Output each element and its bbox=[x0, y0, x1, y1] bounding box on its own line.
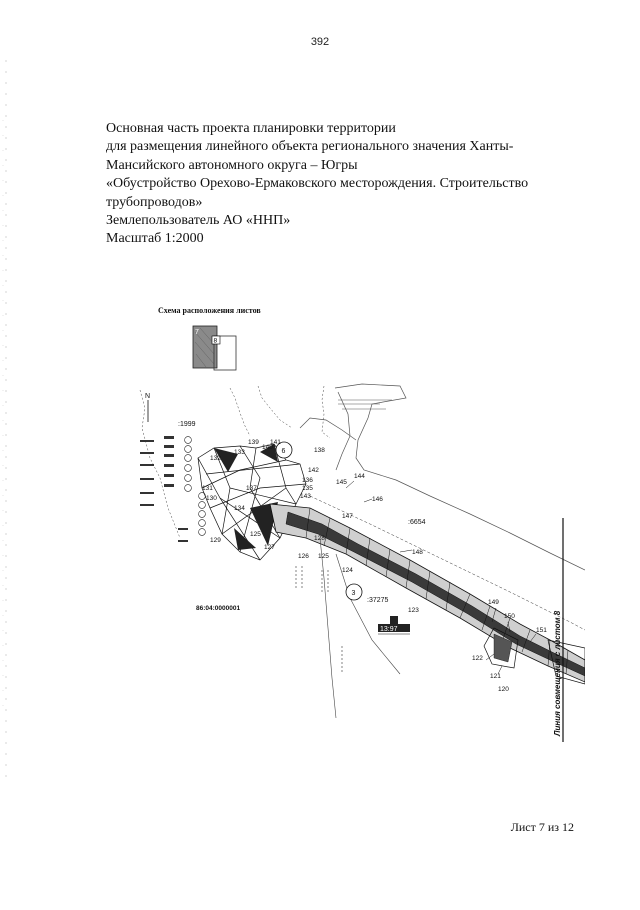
sheet-8-label: 8 bbox=[214, 338, 218, 345]
point-129: 129 bbox=[210, 537, 221, 544]
point-143: 143 bbox=[300, 493, 311, 500]
point-125: 125 bbox=[318, 553, 329, 560]
point-151: 151 bbox=[536, 627, 547, 634]
heading-line: трубопроводов» bbox=[106, 194, 203, 210]
point-128: 128 bbox=[314, 535, 325, 542]
point-150: 150 bbox=[504, 613, 515, 620]
heading-line: Основная часть проекта планировки террит… bbox=[106, 121, 396, 136]
point-125-a: 125 bbox=[250, 531, 261, 538]
point-149: 149 bbox=[488, 599, 499, 606]
point-121: 121 bbox=[490, 673, 501, 680]
match-line-label: Линия совмещения с листом 8 bbox=[553, 610, 562, 737]
point-144: 144 bbox=[354, 473, 365, 480]
parcel-37275: :37275 bbox=[367, 597, 389, 604]
scale-line: Масштаб 1:2000 bbox=[106, 231, 204, 247]
parcel-1999: :1999 bbox=[178, 421, 196, 428]
point-127: 127 bbox=[264, 544, 275, 551]
point-126: 126 bbox=[298, 553, 309, 560]
point-131: 131 bbox=[202, 485, 213, 492]
sheet-index-diagram: 7 8 bbox=[192, 324, 242, 377]
circle-marker-3: 3 bbox=[345, 583, 363, 601]
point-142: 142 bbox=[308, 467, 319, 474]
point-133: 133 bbox=[234, 449, 245, 456]
north-arrow: N bbox=[145, 393, 150, 422]
svg-text:6: 6 bbox=[282, 448, 286, 455]
planning-map: N bbox=[110, 378, 585, 748]
document-heading: Основная часть проекта планировки террит… bbox=[106, 120, 576, 249]
point-139: 139 bbox=[248, 439, 259, 446]
north-label: N bbox=[145, 393, 150, 400]
heading-line: для размещения линейного объекта региона… bbox=[106, 139, 514, 155]
point-147: 147 bbox=[342, 513, 353, 520]
zone-label: 13:97 bbox=[380, 626, 398, 633]
point-132: 132 bbox=[210, 455, 221, 462]
svg-text:3: 3 bbox=[352, 590, 356, 597]
sheet-layout-title: Схема расположения листов bbox=[158, 306, 261, 315]
land-user-line: Землепользователь АО «ННП» bbox=[106, 213, 291, 229]
scan-edge-artifact bbox=[0, 0, 16, 905]
pipeline-corridor bbox=[269, 495, 585, 719]
point-148: 148 bbox=[412, 549, 423, 556]
sheet-7-label: 7 bbox=[195, 329, 199, 336]
point-130: 130 bbox=[206, 495, 217, 502]
heading-line: Мансийского автономного округа – Югры bbox=[106, 157, 358, 173]
point-138: 138 bbox=[314, 447, 325, 454]
page-number: 392 bbox=[310, 36, 330, 48]
point-136: 136 bbox=[302, 477, 313, 484]
point-137: 137 bbox=[246, 485, 257, 492]
heading-line: «Обустройство Орехово-Ермаковского место… bbox=[106, 176, 529, 192]
point-145: 145 bbox=[336, 479, 347, 486]
point-124: 124 bbox=[342, 567, 353, 574]
point-123: 123 bbox=[408, 607, 419, 614]
point-141: 141 bbox=[270, 439, 281, 446]
zone-marker: 13:97 bbox=[378, 616, 410, 635]
point-135: 135 bbox=[302, 485, 313, 492]
parcel-6654: :6654 bbox=[408, 519, 426, 526]
point-134: 134 bbox=[234, 505, 245, 512]
circle-marker-6: 6 bbox=[275, 441, 293, 459]
point-140: 140 bbox=[262, 444, 273, 451]
quarter-number: 86:04:0000001 bbox=[196, 605, 240, 612]
point-120: 120 bbox=[498, 686, 509, 693]
point-146: 146 bbox=[372, 496, 383, 503]
sheet-counter: Лист 7 из 12 bbox=[510, 820, 574, 834]
point-122: 122 bbox=[472, 655, 483, 662]
